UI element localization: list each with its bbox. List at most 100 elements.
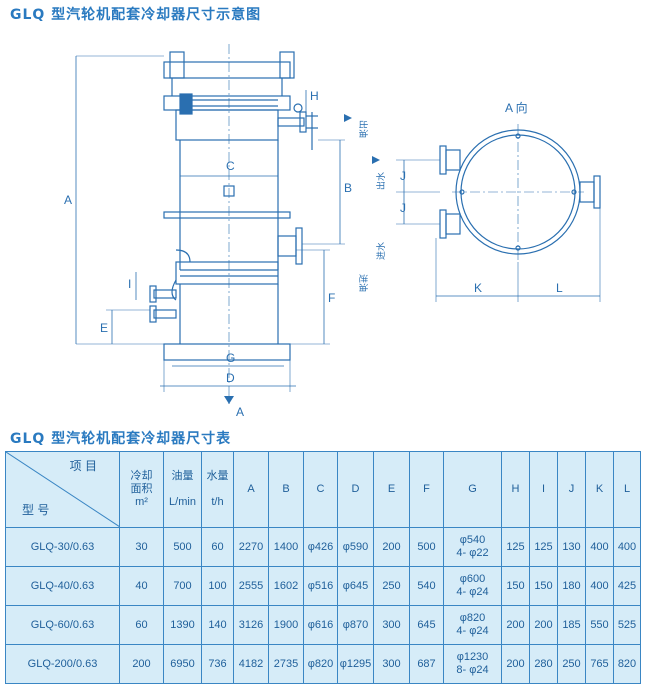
dimension-table: 项 目 型 号 冷却 面积 m² 油量 L/min 水量 t/h A B C D… — [5, 451, 641, 684]
cell-H: 150 — [501, 566, 530, 606]
cell-I: 280 — [529, 644, 558, 684]
cell-area: 60 — [119, 605, 164, 645]
dim-label-L: L — [556, 281, 563, 295]
header-area-label: 冷却 面积 — [130, 470, 153, 495]
corner-header-cell: 项 目 型 号 — [5, 451, 120, 528]
cell-water: 100 — [201, 566, 234, 606]
cell-I: 150 — [529, 566, 558, 606]
diagram-title: GLQ 型汽轮机配套冷却器尺寸示意图 — [10, 7, 262, 23]
cell-model: GLQ-40/0.63 — [5, 566, 120, 606]
cell-A: 2270 — [233, 527, 269, 567]
cell-L: 820 — [613, 644, 641, 684]
cell-model: GLQ-30/0.63 — [5, 527, 120, 567]
cell-K: 550 — [585, 605, 614, 645]
cell-G-diameter: φ540 — [459, 534, 486, 546]
dim-label-J-upper: J — [400, 169, 406, 183]
cell-H: 125 — [501, 527, 530, 567]
cell-F: 645 — [409, 605, 444, 645]
cell-oil: 700 — [163, 566, 202, 606]
cell-K: 400 — [585, 527, 614, 567]
cell-G-diameter: φ820 — [459, 612, 486, 624]
cell-area: 200 — [119, 644, 164, 684]
cell-J: 130 — [557, 527, 586, 567]
cell-water: 140 — [201, 605, 234, 645]
cell-L: 400 — [613, 527, 641, 567]
dim-label-B: B — [344, 181, 352, 195]
cell-G-diameter: φ600 — [459, 573, 486, 585]
cell-D: φ1295 — [337, 644, 374, 684]
table-row: GLQ-200/0.63 200 6950 736 4182 2735 φ820… — [5, 644, 641, 684]
corner-bottom-label: 型 号 — [22, 503, 50, 517]
header-water-label: 水量 — [206, 470, 229, 482]
cell-E: 250 — [373, 566, 410, 606]
cell-D: φ590 — [337, 527, 374, 567]
cell-water: 736 — [201, 644, 234, 684]
cell-C: φ616 — [303, 605, 338, 645]
corner-top-label: 项 目 — [69, 459, 97, 473]
header-B: B — [268, 451, 304, 528]
cell-J: 250 — [557, 644, 586, 684]
water-out-label: 出水 — [375, 172, 387, 190]
table-row: GLQ-30/0.63 30 500 60 2270 1400 φ426 φ59… — [5, 527, 641, 567]
cell-water: 60 — [201, 527, 234, 567]
header-oil-unit: L/min — [169, 496, 196, 508]
header-area: 冷却 面积 m² — [119, 451, 164, 528]
dim-label-A: A — [64, 193, 72, 207]
cell-B: 1602 — [268, 566, 304, 606]
cell-C: φ516 — [303, 566, 338, 606]
dim-label-D: D — [226, 371, 235, 385]
cell-E: 300 — [373, 644, 410, 684]
header-F: F — [409, 451, 444, 528]
water-in-label: 进水 — [375, 242, 387, 260]
header-H: H — [501, 451, 530, 528]
header-G: G — [443, 451, 502, 528]
header-oil: 油量 L/min — [163, 451, 202, 528]
cell-G-holes: 4- φ24 — [456, 625, 489, 637]
header-D: D — [337, 451, 374, 528]
table-row: GLQ-40/0.63 40 700 100 2555 1602 φ516 φ6… — [5, 566, 641, 606]
header-water-unit: t/h — [211, 496, 224, 508]
cell-G-holes: 8- φ24 — [456, 664, 489, 676]
cell-B: 1900 — [268, 605, 304, 645]
table-title: GLQ 型汽轮机配套冷却器尺寸表 — [10, 431, 232, 447]
cell-F: 540 — [409, 566, 444, 606]
header-area-unit: m² — [135, 496, 148, 508]
cell-A: 2555 — [233, 566, 269, 606]
cell-B: 1400 — [268, 527, 304, 567]
header-A: A — [233, 451, 269, 528]
cell-oil: 1390 — [163, 605, 202, 645]
oil-in-label: 进油 — [357, 274, 369, 292]
cell-C: φ426 — [303, 527, 338, 567]
table-row: GLQ-60/0.63 60 1390 140 3126 1900 φ616 φ… — [5, 605, 641, 645]
cell-B: 2735 — [268, 644, 304, 684]
dim-label-C: C — [226, 159, 235, 173]
cell-F: 687 — [409, 644, 444, 684]
cell-area: 40 — [119, 566, 164, 606]
header-water: 水量 t/h — [201, 451, 234, 528]
cell-oil: 500 — [163, 527, 202, 567]
cell-J: 180 — [557, 566, 586, 606]
dim-label-F: F — [328, 291, 335, 305]
cell-E: 200 — [373, 527, 410, 567]
dim-label-H: H — [310, 89, 319, 103]
cell-model: GLQ-200/0.63 — [5, 644, 120, 684]
view-title: A 向 — [505, 100, 528, 115]
dim-label-I: I — [128, 277, 131, 291]
cooler-drawing: A B C D E F G H I J J K L A A 向 出油 进油 出水… — [64, 44, 601, 419]
header-I: I — [529, 451, 558, 528]
top-flange — [163, 61, 291, 79]
cell-oil: 6950 — [163, 644, 202, 684]
cell-K: 765 — [585, 644, 614, 684]
cell-A: 3126 — [233, 605, 269, 645]
dim-label-G: G — [226, 351, 235, 365]
bottom-flange — [163, 343, 291, 361]
mid-flange — [163, 211, 291, 219]
cell-G-holes: 4- φ22 — [456, 547, 489, 559]
cell-G-diameter: φ1230 — [456, 651, 489, 663]
header-oil-label: 油量 — [171, 470, 194, 482]
cell-H: 200 — [501, 605, 530, 645]
